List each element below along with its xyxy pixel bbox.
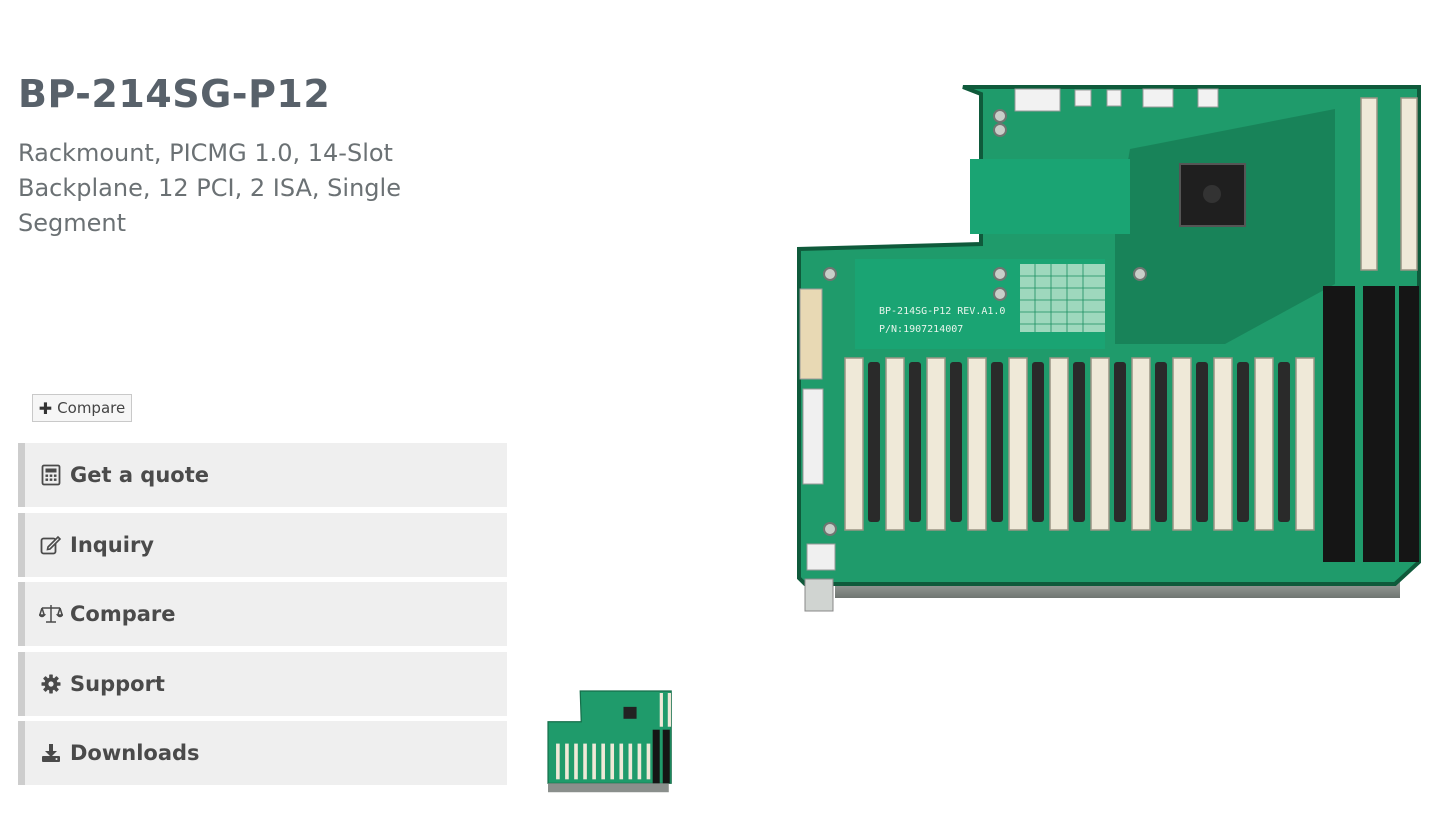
plus-icon: ✚ bbox=[38, 398, 53, 418]
balance-scale-icon bbox=[39, 602, 63, 626]
calculator-icon bbox=[39, 463, 63, 487]
product-description: Rackmount, PICMG 1.0, 14-Slot Backplane,… bbox=[18, 139, 401, 237]
support-label: Support bbox=[70, 671, 165, 696]
inquiry-label: Inquiry bbox=[70, 532, 154, 557]
board-part-number-print: P/N:1907214007 bbox=[879, 324, 963, 335]
thumbnail-board-graphic bbox=[547, 690, 672, 793]
product-main-image: BP-214SG-P12 REV.A1.0 P/N:1907214007 bbox=[797, 85, 1421, 612]
downloads-button[interactable]: Downloads bbox=[18, 721, 507, 785]
product-thumbnail[interactable] bbox=[546, 690, 672, 796]
download-icon bbox=[39, 741, 63, 765]
product-title: BP-214SG-P12 bbox=[18, 72, 331, 116]
action-list: Get a quote Inquiry bbox=[18, 443, 507, 791]
add-to-compare-label: Compare bbox=[57, 399, 126, 417]
add-to-compare-button[interactable]: ✚ Compare bbox=[32, 394, 132, 422]
edit-icon bbox=[39, 533, 63, 557]
gear-icon bbox=[39, 672, 63, 696]
downloads-label: Downloads bbox=[70, 741, 200, 765]
get-quote-button[interactable]: Get a quote bbox=[18, 443, 507, 507]
isa-slots bbox=[1323, 286, 1419, 562]
pci-slots bbox=[844, 357, 1315, 531]
compare-button[interactable]: Compare bbox=[18, 582, 507, 646]
board-model-print: BP-214SG-P12 REV.A1.0 bbox=[879, 306, 1005, 317]
inquiry-button[interactable]: Inquiry bbox=[18, 512, 507, 577]
support-button[interactable]: Support bbox=[18, 651, 507, 716]
compare-label: Compare bbox=[70, 602, 176, 626]
get-quote-label: Get a quote bbox=[70, 463, 210, 487]
